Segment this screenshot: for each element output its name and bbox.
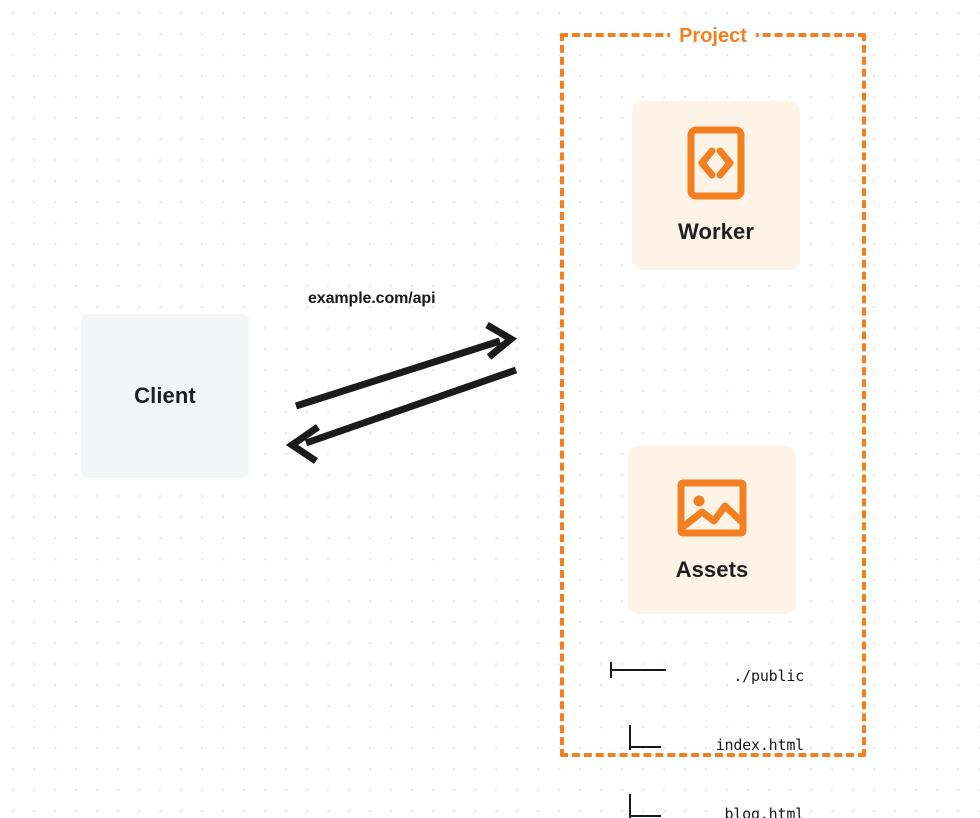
tree-branch-icon xyxy=(604,794,670,818)
worker-label: Worker xyxy=(678,219,754,244)
code-brackets-icon xyxy=(687,126,745,205)
worker-node[interactable]: Worker xyxy=(632,101,800,270)
tree-file-name: index.html xyxy=(715,736,805,754)
tree-row-file: blog.html xyxy=(604,794,805,818)
client-node[interactable]: Client xyxy=(81,314,249,478)
assets-label: Assets xyxy=(675,556,749,582)
arrow-inbound xyxy=(285,366,518,464)
client-label: Client xyxy=(134,383,196,408)
project-boundary: Project xyxy=(560,23,866,757)
tree-root-path: ./public xyxy=(733,667,804,685)
connection-label: example.com/api xyxy=(308,290,436,307)
tree-branch-icon xyxy=(604,660,670,681)
tree-row-file: index.html xyxy=(604,725,805,756)
tree-file-name: blog.html xyxy=(724,805,805,818)
assets-node[interactable]: Assets xyxy=(628,446,796,614)
arrow-outbound xyxy=(294,321,518,410)
tree-row-root: ./public xyxy=(604,660,804,687)
project-title: Project xyxy=(670,23,756,49)
tree-branch-icon xyxy=(604,725,670,750)
image-icon xyxy=(677,478,747,543)
assets-file-tree: ./public index.html blog.html contact.ht… xyxy=(604,618,804,818)
